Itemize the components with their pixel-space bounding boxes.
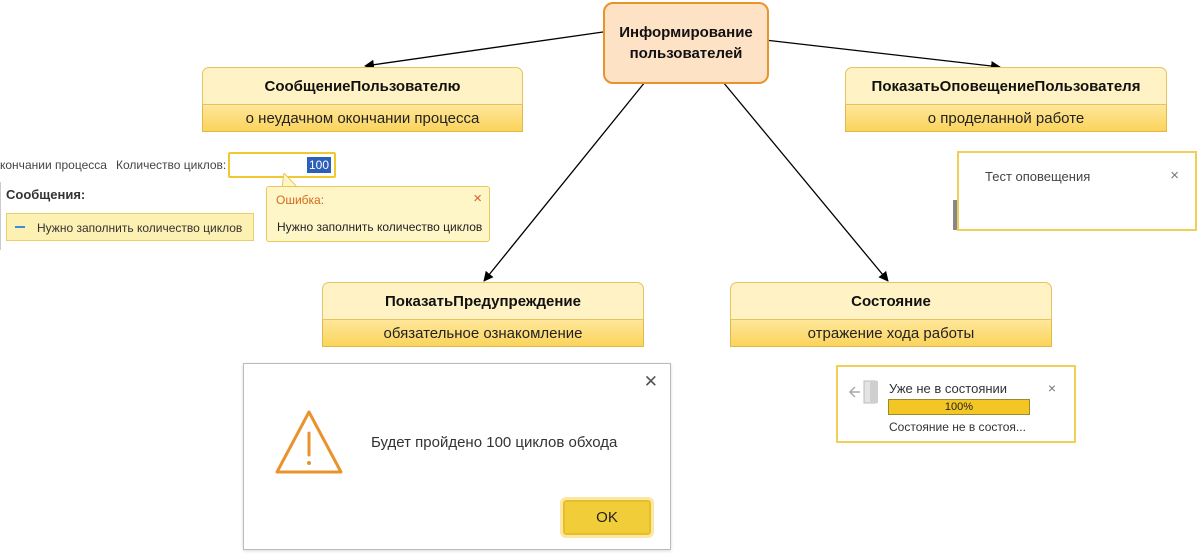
- notification-text: Тест оповещения: [985, 169, 1091, 184]
- error-text: Нужно заполнить количество циклов: [277, 220, 483, 234]
- card-description: о проделанной работе: [845, 105, 1167, 132]
- message-text: Нужно заполнить количество циклов: [37, 221, 243, 235]
- exit-icon: [848, 380, 878, 404]
- error-tooltip: Ошибка: × Нужно заполнить количество цик…: [266, 186, 490, 242]
- card-title: ПоказатьОповещениеПользователя: [845, 67, 1167, 105]
- card-show-warning: ПоказатьПредупреждение обязательное озна…: [322, 282, 644, 347]
- card-user-message: СообщениеПользователю о неудачном оконча…: [202, 67, 523, 132]
- status-close-icon[interactable]: ×: [1047, 380, 1056, 396]
- central-node: Информирование пользователей: [603, 2, 769, 84]
- error-title: Ошибка:: [276, 193, 325, 207]
- notification-close-icon[interactable]: ×: [1170, 167, 1179, 184]
- cycle-count-input[interactable]: 100: [228, 152, 336, 178]
- message-row[interactable]: Нужно заполнить количество циклов: [6, 213, 254, 241]
- card-description: отражение хода работы: [730, 320, 1052, 347]
- dialog-close-icon[interactable]: ✕: [643, 372, 658, 391]
- error-close-icon[interactable]: ×: [473, 190, 482, 207]
- card-title: Состояние: [730, 282, 1052, 320]
- arrow-to-notification: [764, 39, 1001, 71]
- notification-popup: Тест оповещения ×: [957, 151, 1197, 231]
- progress-fill: [889, 400, 1029, 414]
- card-title: ПоказатьПредупреждение: [322, 282, 644, 320]
- arrow-to-message: [364, 31, 604, 70]
- warning-icon: [275, 410, 343, 474]
- status-subtitle: Состояние не в состоя...: [889, 420, 1026, 434]
- progress-label: 100%: [944, 401, 974, 413]
- status-title: Уже не в состоянии: [889, 381, 1008, 396]
- messages-heading: Сообщения:: [6, 187, 86, 202]
- card-description: о неудачном окончании процесса: [202, 105, 523, 132]
- dialog-message: Будет пройдено 100 циклов обхода: [371, 434, 618, 451]
- field-label: Количество циклов:: [116, 158, 227, 172]
- ok-button[interactable]: OK: [560, 497, 654, 538]
- error-callout-tail: [281, 173, 299, 189]
- cycle-count-value: 100: [306, 157, 331, 173]
- card-title: СообщениеПользователю: [202, 67, 523, 105]
- central-node-label: Информирование пользователей: [619, 24, 753, 62]
- card-description: обязательное ознакомление: [322, 320, 644, 347]
- messages-panel: [0, 182, 257, 250]
- prefix-text: кончании процесса: [0, 158, 107, 172]
- dash-icon: [15, 226, 25, 228]
- card-status: Состояние отражение хода работы: [730, 282, 1052, 347]
- notification-edge: [953, 200, 957, 230]
- status-popup: Уже не в состоянии × Состояние не в сост…: [836, 365, 1076, 443]
- card-show-notification: ПоказатьОповещениеПользователя о продела…: [845, 67, 1167, 132]
- progress-bar: 100%: [888, 399, 1030, 415]
